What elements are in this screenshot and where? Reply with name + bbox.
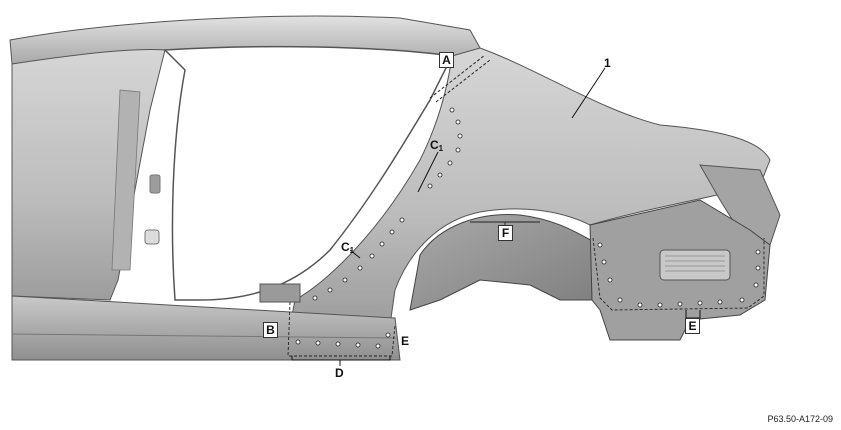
figure-reference-code: P63.50-A172-09 xyxy=(767,414,833,424)
body-side-outer-panel xyxy=(11,49,166,301)
sill-bracket xyxy=(259,283,301,303)
callout-C1-lower-letter: C xyxy=(341,240,350,254)
rear-storage-recess xyxy=(659,249,731,281)
callout-D: D xyxy=(335,366,344,380)
leader-C1-lower xyxy=(349,249,361,259)
quarter-panel xyxy=(289,47,771,327)
callout-E-rear: E xyxy=(685,318,700,334)
callout-C1-lower-subscript: 1 xyxy=(349,246,355,255)
leader-C1-upper xyxy=(417,151,439,193)
callout-F: F xyxy=(498,225,513,241)
seam-A xyxy=(429,54,491,103)
seam-C1-lower-welds xyxy=(312,217,405,301)
callout-B: B xyxy=(263,322,278,338)
callout-E-front: E xyxy=(401,334,410,348)
callout-C1-lower: C1 xyxy=(341,240,354,258)
callout-C1-upper: C1 xyxy=(430,138,443,156)
callout-A: A xyxy=(439,52,454,68)
seam-E-welds xyxy=(597,242,761,308)
leader-part-1 xyxy=(571,67,606,119)
callout-C1-upper-letter: C xyxy=(430,138,439,152)
seam-D-welds xyxy=(295,332,391,349)
b-pillar-slot xyxy=(149,174,161,194)
wheel-arch-inner xyxy=(409,214,601,311)
part-callout-1: 1 xyxy=(604,56,611,70)
rear-door-window-opening xyxy=(163,45,454,301)
bracket-D xyxy=(291,356,391,366)
seam-C1-upper-welds xyxy=(427,107,463,189)
side-sill xyxy=(11,295,401,361)
seam-E-outline xyxy=(592,237,765,311)
seam-BD-outline xyxy=(287,301,396,357)
b-pillar-hole xyxy=(144,229,160,245)
b-pillar-inner xyxy=(111,89,141,271)
recess-ribs xyxy=(665,255,725,272)
callout-C1-upper-subscript: 1 xyxy=(438,144,444,153)
sill-crease xyxy=(11,333,399,339)
